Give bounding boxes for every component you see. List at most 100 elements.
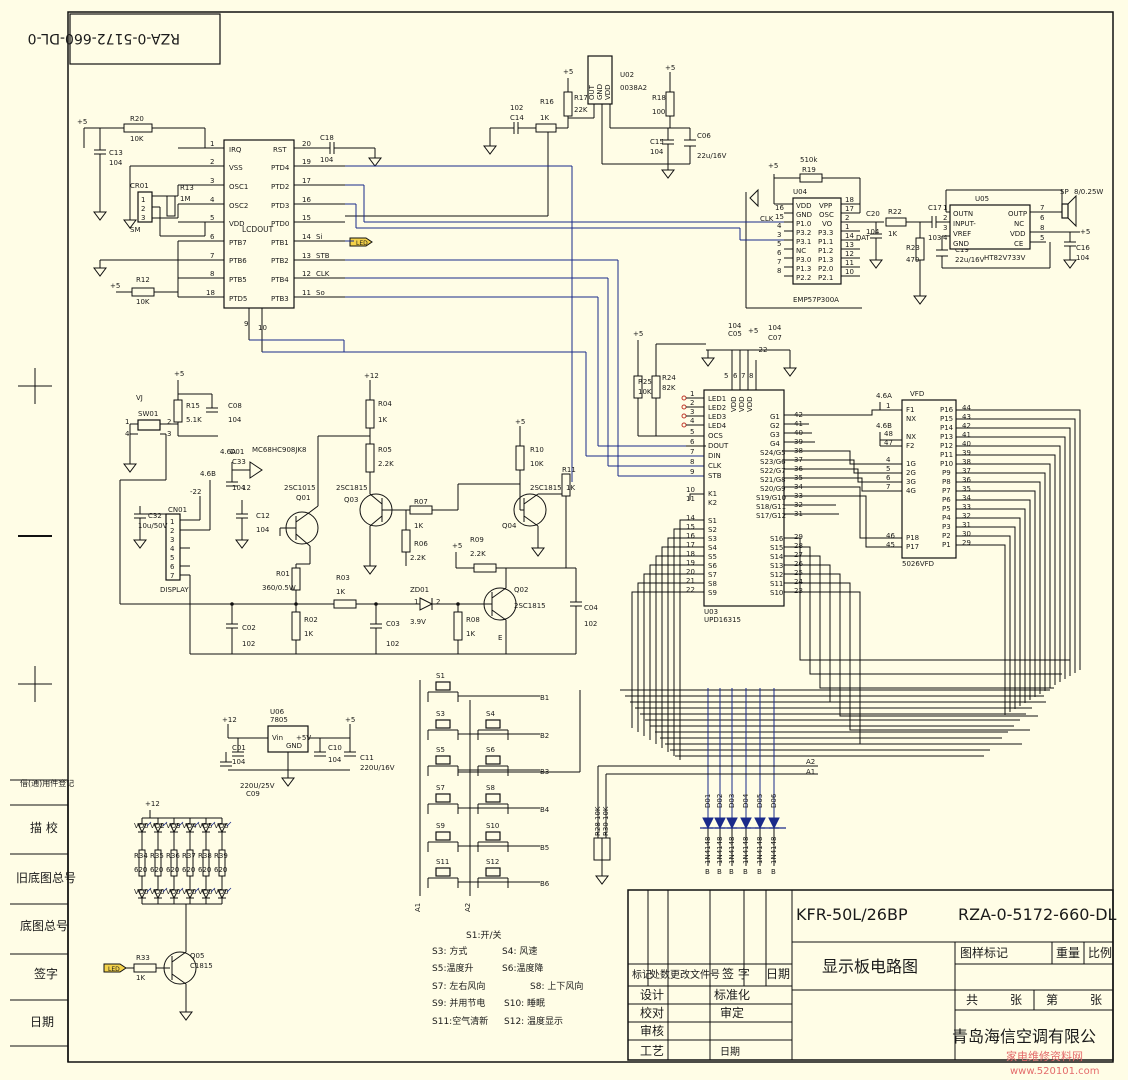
svg-text:Q05: Q05 <box>190 952 204 960</box>
svg-text:R34: R34 <box>134 852 148 860</box>
svg-text:NX: NX <box>906 415 916 423</box>
svg-text:A2: A2 <box>806 758 815 766</box>
svg-text:S4: S4 <box>486 710 495 718</box>
svg-text:3: 3 <box>167 430 171 438</box>
svg-text:12: 12 <box>845 250 854 258</box>
svg-text:5: 5 <box>690 428 694 436</box>
svg-text:20: 20 <box>686 568 695 576</box>
svg-text:10u/50V: 10u/50V <box>138 522 168 530</box>
svg-text:+5: +5 <box>665 64 675 72</box>
pin-ptb5: PTB5 <box>229 276 247 284</box>
svg-text:4: 4 <box>170 545 175 553</box>
svg-text:P17: P17 <box>906 543 919 551</box>
sig-stb: STB <box>316 252 330 260</box>
svg-text:+5: +5 <box>515 418 525 426</box>
svg-text:S24/G5: S24/G5 <box>760 449 786 457</box>
svg-text:R18: R18 <box>652 94 666 102</box>
svg-text:7: 7 <box>777 258 781 266</box>
svg-text:10K: 10K <box>130 135 144 143</box>
svg-text:SM: SM <box>130 226 140 234</box>
svg-text:4.6A: 4.6A <box>876 392 892 400</box>
svg-text:P1: P1 <box>942 541 951 549</box>
svg-text:6: 6 <box>777 249 782 257</box>
svg-text:2.2K: 2.2K <box>410 554 426 562</box>
svg-text:14: 14 <box>686 514 695 522</box>
svg-text:R05: R05 <box>378 446 392 454</box>
tb-process: 工艺 <box>640 1044 664 1058</box>
svg-text:2: 2 <box>167 418 171 426</box>
svg-text:+5: +5 <box>345 716 355 724</box>
svg-text:D01: D01 <box>230 448 244 456</box>
svg-text:11: 11 <box>845 259 854 267</box>
svg-text:P3.2: P3.2 <box>796 229 811 237</box>
svg-text:R25: R25 <box>638 378 652 386</box>
svg-text:GND: GND <box>796 211 812 219</box>
svg-text:9: 9 <box>244 320 248 328</box>
svg-text:R33: R33 <box>136 954 150 962</box>
svg-text:R13: R13 <box>180 184 194 192</box>
key-scan-lines <box>620 493 1070 760</box>
svg-text:1: 1 <box>845 223 849 231</box>
svg-text:R19: R19 <box>802 166 816 174</box>
svg-text:470: 470 <box>906 256 919 264</box>
svg-text:8: 8 <box>210 270 214 278</box>
svg-text:104: 104 <box>728 322 742 330</box>
svg-text:VD0: VD0 <box>166 888 181 896</box>
svg-text:R16: R16 <box>540 98 554 106</box>
watermark-url: www.520101.com <box>1010 1066 1100 1077</box>
svg-text:C16: C16 <box>1076 244 1090 252</box>
svg-text:E: E <box>498 634 502 642</box>
svg-text:LED2: LED2 <box>708 404 726 412</box>
pin-vss: VSS <box>229 164 243 172</box>
svg-text:NX: NX <box>906 433 916 441</box>
svg-text:104: 104 <box>228 416 242 424</box>
svg-text:C11: C11 <box>360 754 374 762</box>
svg-text:15: 15 <box>302 214 311 222</box>
svg-text:37: 37 <box>962 467 971 475</box>
svg-text:SP: SP <box>1060 188 1069 196</box>
svg-text:2SC1815: 2SC1815 <box>336 484 368 492</box>
svg-text:1K: 1K <box>414 522 423 530</box>
legend-s11: S11:空气清新 <box>432 1015 488 1027</box>
svg-text:7: 7 <box>886 483 890 491</box>
svg-text:15: 15 <box>775 213 784 221</box>
svg-text:+5: +5 <box>77 118 87 126</box>
svg-text:OCS: OCS <box>708 432 723 440</box>
legend-s12: S12: 温度显示 <box>504 1015 563 1027</box>
svg-text:VD0: VD0 <box>182 888 197 896</box>
svg-text:18: 18 <box>686 550 695 558</box>
tb-mark: 标记 <box>632 969 652 981</box>
svg-text:16: 16 <box>775 204 784 212</box>
svg-text:B1: B1 <box>540 694 549 702</box>
svg-text:S14: S14 <box>770 553 784 561</box>
svg-text:1K: 1K <box>566 484 575 492</box>
vfd-drive-circuit: MC68HC908JK8 2SC1015 Q01 R01 360/0.5W C0… <box>190 372 598 654</box>
svg-text:620: 620 <box>182 866 195 874</box>
svg-text:104: 104 <box>1076 254 1090 262</box>
svg-text:C09: C09 <box>246 790 260 798</box>
svg-text:104: 104 <box>109 159 123 167</box>
svg-text:R12: R12 <box>136 276 150 284</box>
svg-text:3.9V: 3.9V <box>410 618 426 626</box>
svg-text:2: 2 <box>210 158 214 166</box>
svg-text:29: 29 <box>962 539 971 547</box>
svg-text:B: B <box>757 868 762 876</box>
pin-rst: RST <box>273 146 287 154</box>
svg-text:R08: R08 <box>466 616 480 624</box>
svg-text:7: 7 <box>741 372 745 380</box>
svg-text:EMP57P300A: EMP57P300A <box>793 296 839 304</box>
svg-text:+12: +12 <box>222 716 237 724</box>
tb-review: 审核 <box>640 1023 664 1038</box>
tb-design: 设计 <box>640 988 664 1002</box>
svg-text:5.1K: 5.1K <box>186 416 202 424</box>
svg-text:220U/25V: 220U/25V <box>240 782 275 790</box>
svg-text:U05: U05 <box>975 195 989 203</box>
svg-text:R01: R01 <box>276 570 290 578</box>
svg-text:LED: LED <box>356 240 368 247</box>
switch-legend: S1:开/关 S3: 方式 S4: 风速 S5:温度升 S6:温度降 S7: 左… <box>432 929 583 1027</box>
svg-text:4: 4 <box>886 456 891 464</box>
svg-text:1G: 1G <box>906 460 916 468</box>
